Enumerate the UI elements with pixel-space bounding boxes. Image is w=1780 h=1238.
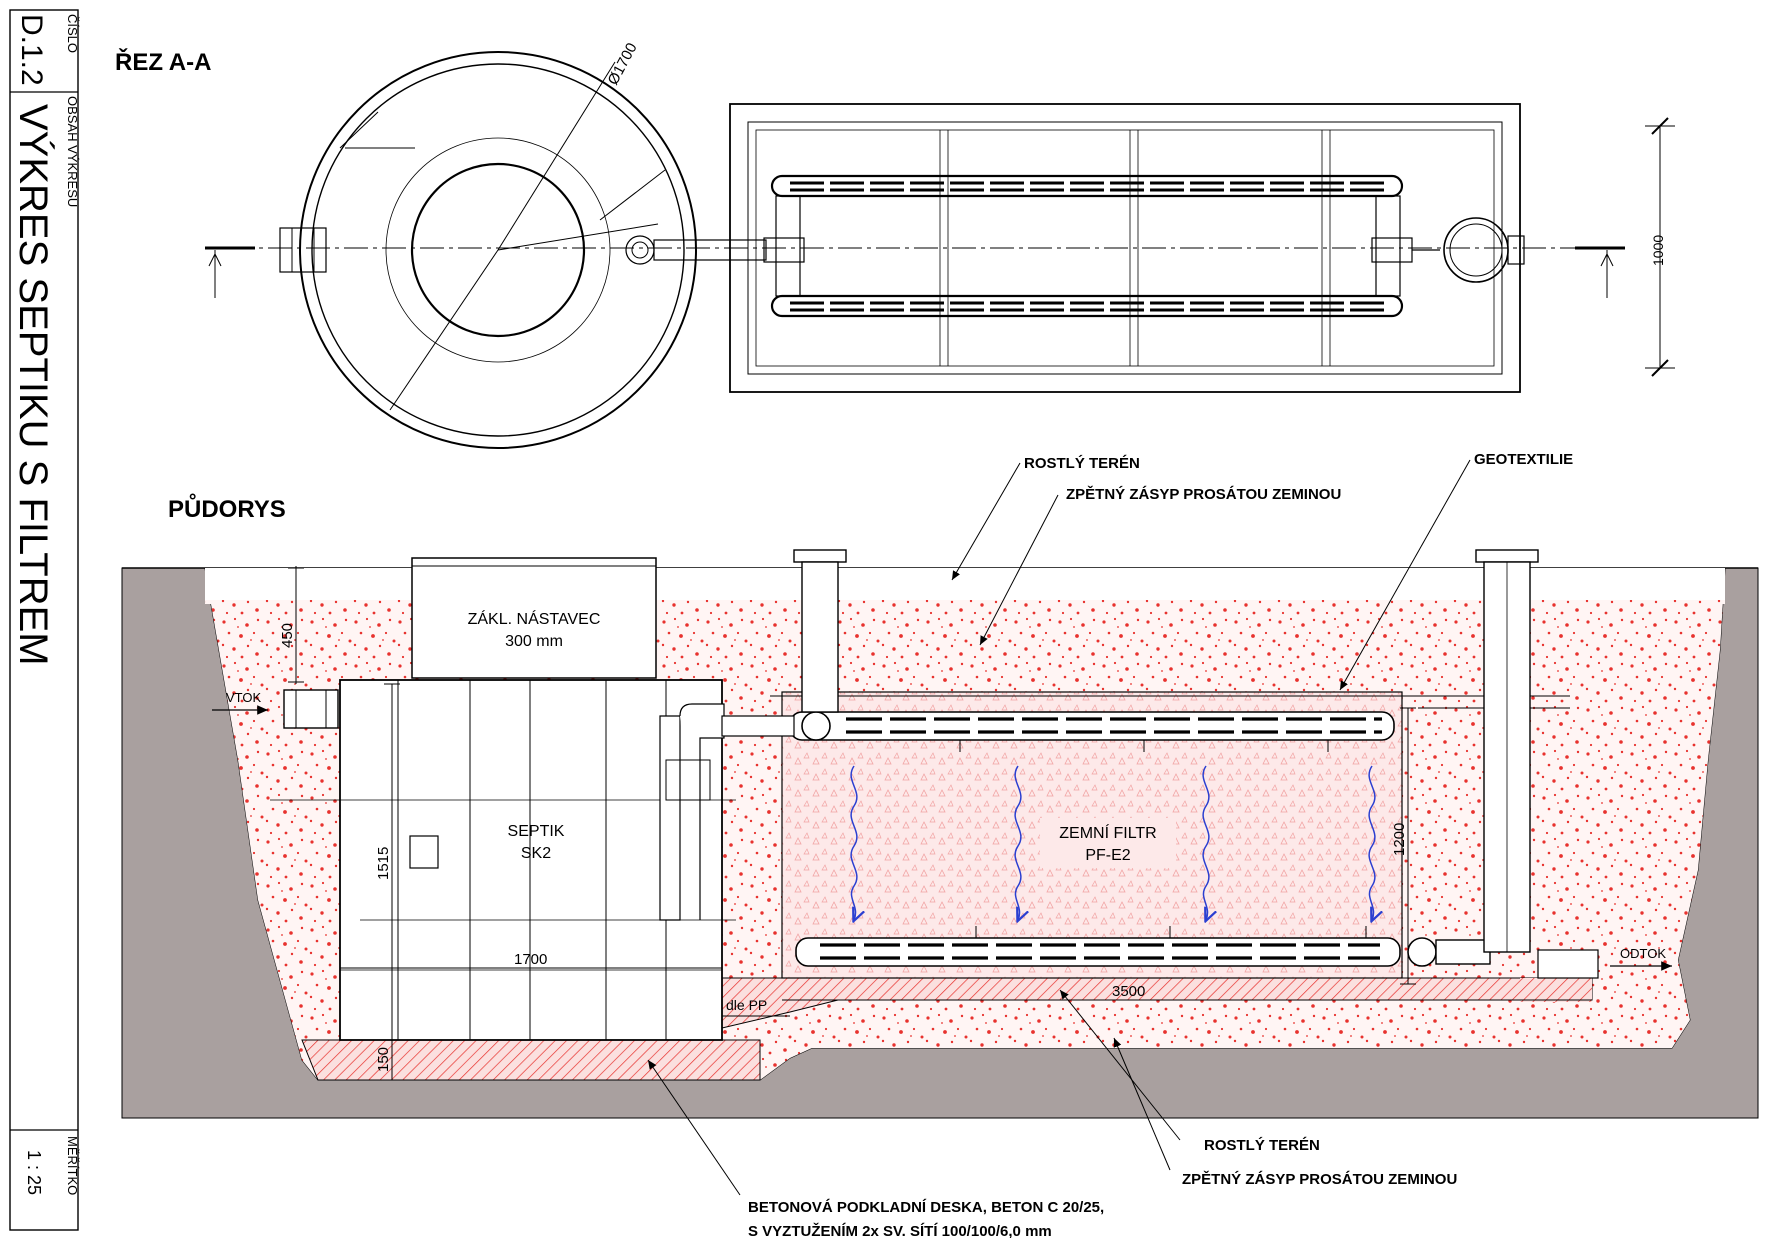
plan-title: ŘEZ A-A (115, 48, 211, 76)
flow-arrows (850, 765, 1375, 920)
title-block: ČÍSLO D.1.2 OBSAH VÝKRESU VÝKRES SEPTIKU… (9, 9, 80, 1231)
inflow-label: VTOK (226, 690, 261, 705)
note-slab-line1: BETONOVÁ PODKLADNÍ DESKA, BETON C 20/25, (748, 1199, 1104, 1216)
concrete-slab (301, 1039, 761, 1081)
vent-riser-right (1475, 549, 1539, 953)
vent-riser-left (793, 549, 847, 713)
dim-tank-height: 1515 (375, 847, 392, 880)
drawing-number: D.1.2 (15, 14, 48, 86)
dim-filter-length: 3500 (1112, 983, 1145, 1000)
number-label: ČÍSLO (65, 14, 80, 53)
note-geotextile: GEOTEXTILIE (1474, 451, 1573, 468)
note-bottom-terrain: ROSTLÝ TERÉN (1204, 1136, 1320, 1154)
extension-label: ZÁKL. NÁSTAVEC (468, 609, 601, 628)
filter-label: ZEMNÍ FILTR (1059, 823, 1156, 842)
section-view (121, 459, 1759, 1196)
content-label: OBSAH VÝKRESU (65, 96, 80, 207)
distribution-pipe (789, 711, 1395, 741)
collecting-pipe (795, 937, 1491, 967)
note-bottom-backfill: ZPĚTNÝ ZÁSYP PROSÁTOU ZEMINOU (1182, 1170, 1457, 1188)
diameter-dim: Ø1700 (605, 40, 641, 88)
drawing-title: VÝKRES SEPTIKU S FILTREM (11, 104, 56, 666)
septic-label: SEPTIK (508, 823, 565, 840)
dim-tank-width: 1700 (514, 951, 547, 968)
outflow-label: ODTOK (1620, 946, 1666, 961)
dim-slab: 150 (375, 1047, 392, 1072)
note-top-terrain: ROSTLÝ TERÉN (1024, 454, 1140, 472)
scale-value: 1 : 25 (24, 1150, 44, 1195)
leader-lines (647, 459, 1471, 1196)
dim-top-height: 450 (279, 623, 296, 648)
dimensions (288, 566, 1592, 1081)
septic-tank-section (270, 679, 795, 1041)
note-top-backfill: ZPĚTNÝ ZÁSYP PROSÁTOU ZEMINOU (1066, 485, 1341, 503)
section-title: PŮDORYS (168, 493, 286, 523)
filter-plan (729, 103, 1525, 393)
extension-size: 300 mm (505, 633, 563, 650)
filter-type: PF-E2 (1085, 847, 1130, 864)
scale-label: MĚŘÍTKO (65, 1136, 80, 1195)
septic-type: SK2 (521, 845, 551, 862)
riser-extension (411, 557, 657, 679)
dim-pp: dle PP (726, 997, 767, 1013)
septic-tank-plan: Ø1700 (279, 40, 767, 449)
dim-filter-height: 1200 (1391, 823, 1408, 856)
width-dim: 1000 (1650, 235, 1666, 266)
note-slab-line2: S VYZTUŽENÍM 2x SV. SÍTÍ 100/100/6,0 mm (748, 1222, 1052, 1238)
plan-view: Ø1700 (205, 40, 1675, 449)
